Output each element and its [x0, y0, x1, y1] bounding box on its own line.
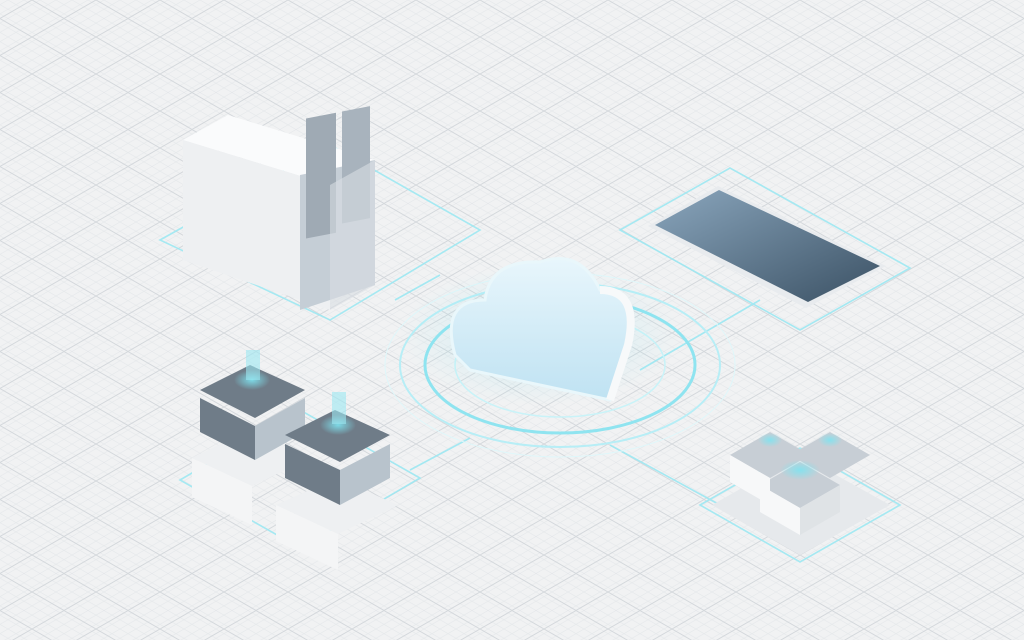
cloud-icon — [400, 257, 680, 405]
database-icon — [192, 350, 310, 525]
server-rack-icon — [183, 106, 375, 310]
storage-cluster-icon — [712, 432, 890, 555]
tablet-icon — [648, 186, 886, 308]
database-icon — [276, 392, 398, 570]
